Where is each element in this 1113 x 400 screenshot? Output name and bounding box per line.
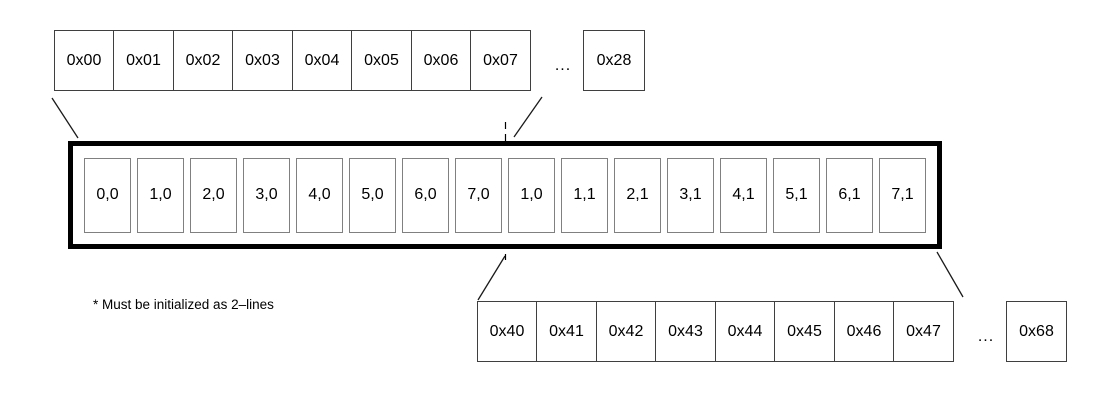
memory-cell: 1,0: [137, 157, 184, 233]
top-row-ellipsis: ...: [554, 56, 572, 74]
address-cell: 0x41: [536, 301, 597, 362]
memory-cell: 2,0: [190, 157, 237, 233]
address-cell: 0x47: [893, 301, 954, 362]
memory-cell: 5,0: [349, 157, 396, 233]
address-cell: 0x03: [232, 30, 293, 91]
memory-cell: 1,0: [508, 157, 555, 233]
display-ram-box: 0,0 1,0 2,0 3,0 4,0 5,0 6,0 7,0 1,0 1,1 …: [68, 141, 942, 249]
bottom-row-last-address-cell: 0x68: [1006, 301, 1067, 362]
address-cell: 0x07: [470, 30, 531, 91]
memory-cell: 3,1: [667, 157, 714, 233]
connector-line-top-left: [51, 97, 79, 139]
address-cell: 0x01: [113, 30, 174, 91]
memory-cell: 2,1: [614, 157, 661, 233]
address-cell: 0x04: [291, 30, 353, 91]
bottom-address-row: 0x40 0x41 0x42 0x43 0x44 0x45 0x46 0x47: [476, 301, 954, 362]
top-row-last-address-cell: 0x28: [583, 30, 645, 91]
memory-cell: 7,1: [879, 157, 926, 233]
address-cell: 0x43: [655, 301, 716, 362]
memory-cell: 0,0: [84, 157, 131, 233]
memory-cell: 6,1: [826, 157, 873, 233]
memory-cell: 4,1: [720, 157, 767, 233]
address-cell: 0x44: [714, 301, 776, 362]
top-address-row: 0x00 0x01 0x02 0x03 0x04 0x05 0x06 0x07: [53, 30, 531, 91]
connector-line-bottom-right: [936, 251, 964, 298]
memory-cell: 5,1: [773, 157, 820, 233]
memory-cell: 3,0: [243, 157, 290, 233]
connector-line-top-right: [513, 96, 543, 138]
init-note: * Must be initialized as 2–lines: [93, 297, 274, 312]
address-cell: 0x46: [833, 301, 895, 362]
memory-cell: 4,0: [296, 157, 343, 233]
memory-cell: 1,1: [561, 157, 608, 233]
address-cell: 0x05: [351, 30, 412, 91]
memory-cell: 7,0: [455, 157, 502, 233]
connector-line-bottom-left: [477, 255, 506, 301]
address-cell: 0x02: [172, 30, 234, 91]
bottom-row-ellipsis: ...: [977, 327, 995, 345]
address-cell: 0x40: [476, 301, 538, 362]
memory-cell: 6,0: [402, 157, 449, 233]
address-cell: 0x42: [595, 301, 657, 362]
address-cell: 0x45: [774, 301, 835, 362]
address-cell: 0x00: [53, 30, 115, 91]
address-cell: 0x06: [410, 30, 472, 91]
